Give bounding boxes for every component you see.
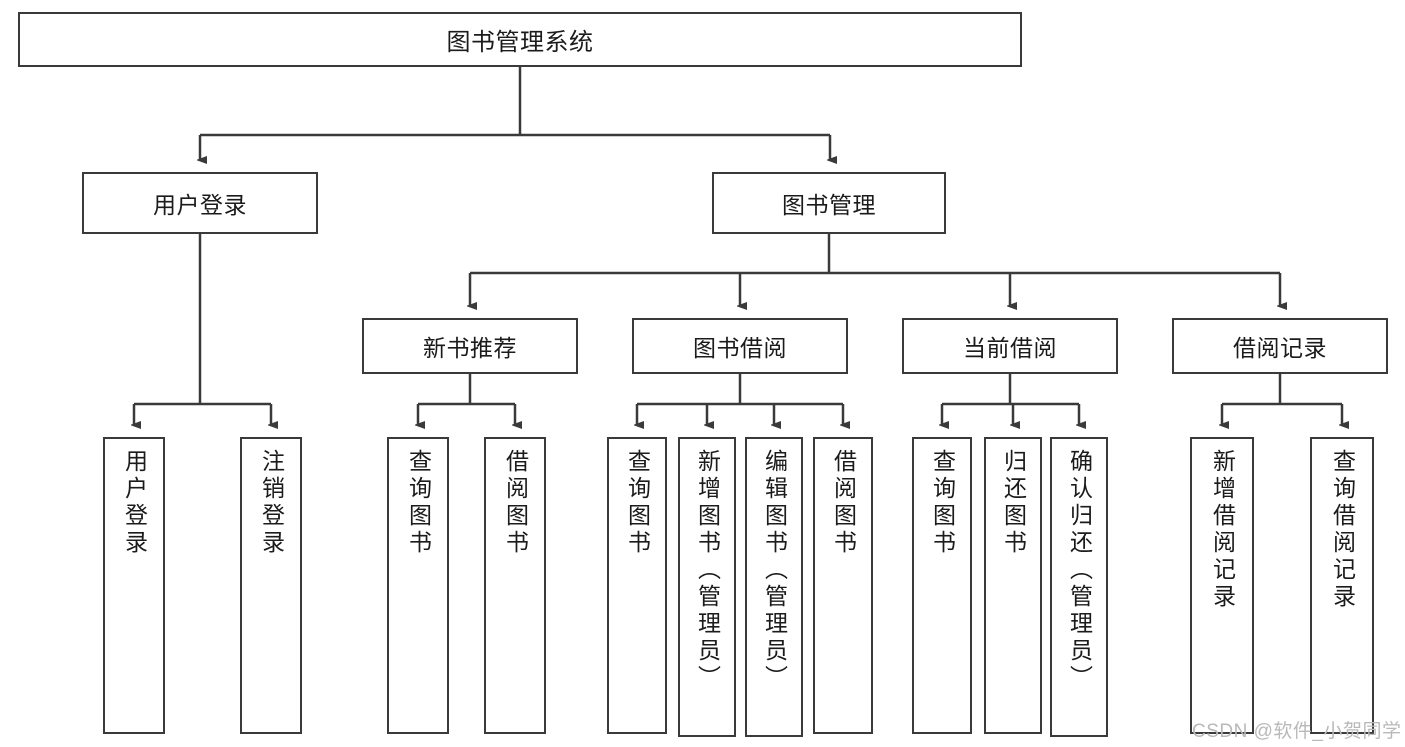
leaf-label: 确认归还（管理员） [1066,449,1093,692]
leaf-label: 注销登录 [258,449,285,557]
leaf-edit-book-admin[interactable]: 编辑图书（管理员） [745,437,803,737]
node-label: 用户登录 [153,192,247,218]
leaf-label: 归还图书 [1000,449,1027,557]
node-label: 图书管理 [782,192,876,218]
csdn-watermark: CSDN @软件_小贺同学 [1192,721,1402,742]
leaf-label: 查询图书 [929,449,956,557]
leaf-query-book-recommend[interactable]: 查询图书 [387,437,449,734]
node-user-login[interactable]: 用户登录 [82,172,318,234]
leaf-query-book-borrow[interactable]: 查询图书 [607,437,667,734]
node-label: 当前借阅 [963,335,1057,361]
leaf-query-borrow-record[interactable]: 查询借阅记录 [1310,437,1374,734]
leaf-label: 借阅图书 [502,449,529,557]
leaf-label: 查询图书 [624,449,651,557]
leaf-add-borrow-record[interactable]: 新增借阅记录 [1190,437,1254,734]
node-root-system[interactable]: 图书管理系统 [18,12,1022,67]
leaf-user-login[interactable]: 用户登录 [103,437,165,734]
leaf-label: 用户登录 [121,449,148,557]
leaf-label: 编辑图书（管理员） [761,449,788,692]
node-book-borrow[interactable]: 图书借阅 [632,318,848,374]
node-current-borrow[interactable]: 当前借阅 [902,318,1118,374]
leaf-label: 新增图书（管理员） [694,449,721,692]
leaf-return-book[interactable]: 归还图书 [984,437,1042,734]
leaf-borrow-book[interactable]: 借阅图书 [813,437,873,734]
node-book-management[interactable]: 图书管理 [712,172,946,234]
leaf-add-book-admin[interactable]: 新增图书（管理员） [678,437,736,737]
node-label: 图书借阅 [693,335,787,361]
leaf-confirm-return-admin[interactable]: 确认归还（管理员） [1050,437,1108,737]
leaf-label: 查询图书 [405,449,432,557]
leaf-label: 新增借阅记录 [1209,449,1236,611]
node-new-book-recommend[interactable]: 新书推荐 [362,318,578,374]
leaf-query-book-current[interactable]: 查询图书 [912,437,972,734]
node-label: 借阅记录 [1233,335,1327,361]
node-borrow-record[interactable]: 借阅记录 [1172,318,1388,374]
leaf-label: 查询借阅记录 [1329,449,1356,611]
node-label: 新书推荐 [423,335,517,361]
leaf-label: 借阅图书 [830,449,857,557]
leaf-logout[interactable]: 注销登录 [240,437,302,734]
leaf-borrow-book-recommend[interactable]: 借阅图书 [484,437,546,734]
node-label: 图书管理系统 [446,29,594,56]
